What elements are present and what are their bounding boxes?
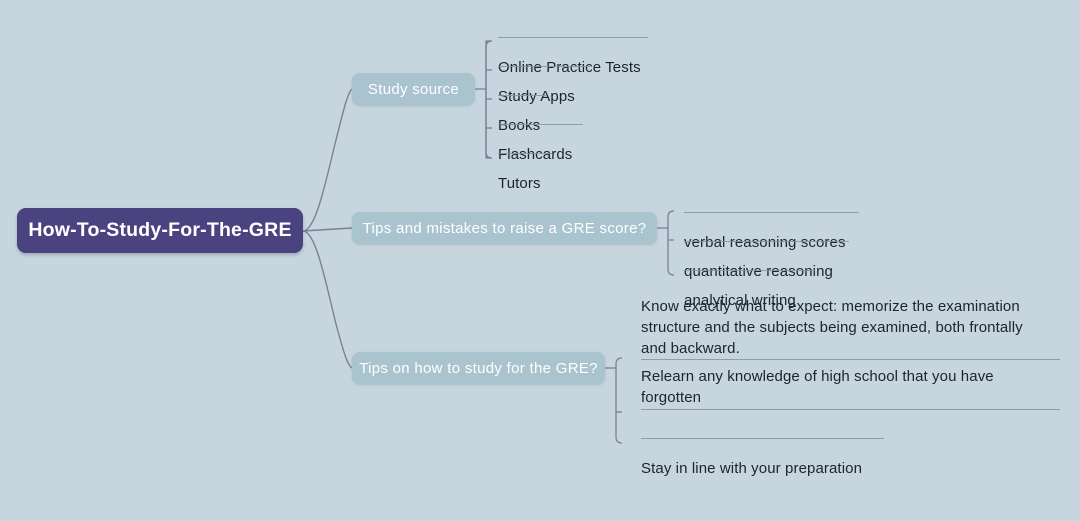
leaf-item-label: Online Practice Tests <box>498 59 641 76</box>
mindmap-canvas: How-To-Study-For-The-GRE Study source On… <box>17 15 1060 477</box>
connector-branch-2-spine <box>667 210 675 276</box>
leaf-item[interactable]: verbal reasoning scores <box>684 190 846 295</box>
leaf-underline <box>498 66 590 67</box>
leaf-item[interactable]: analytical writing <box>684 248 796 353</box>
leaf-item-label: Flashcards <box>498 146 573 163</box>
leaf-underline <box>498 95 546 96</box>
root-node-label: How-To-Study-For-The-GRE <box>28 219 292 241</box>
branch-node-label: Tips and mistakes to raise a GRE score? <box>362 219 647 237</box>
branch-node-study-source[interactable]: Study source <box>352 73 475 105</box>
leaf-underline <box>498 124 583 125</box>
connector-branch-3-spine <box>615 357 623 444</box>
branch-node-label: Tips on how to study for the GRE? <box>359 359 598 377</box>
leaf-item[interactable]: Know exactly what to expect: memorize th… <box>641 296 1049 359</box>
branch-node-tips-and-mistakes[interactable]: Tips and mistakes to raise a GRE score? <box>352 212 657 244</box>
leaf-underline <box>684 270 815 271</box>
leaf-item-label: Books <box>498 117 541 134</box>
branch-node-tips-on-how-to-study[interactable]: Tips on how to study for the GRE? <box>352 352 605 384</box>
leaf-item[interactable]: Stay in line with your preparation <box>641 416 862 521</box>
leaf-item[interactable]: Tutors <box>498 131 541 236</box>
leaf-underline <box>641 359 1060 360</box>
leaf-item[interactable]: Study Apps <box>498 44 575 149</box>
connector-branch-1-spine <box>485 40 493 159</box>
leaf-item-label: Stay in line with your preparation <box>641 460 863 477</box>
leaf-item[interactable]: Relearn any knowledge of high school tha… <box>641 366 1031 408</box>
connector-root-to-branch-1 <box>302 88 353 232</box>
leaf-item-label: Study Apps <box>498 88 575 105</box>
leaf-underline <box>684 212 859 213</box>
connector-branch-1-bracket <box>485 40 493 159</box>
leaf-item[interactable]: Books <box>498 73 540 178</box>
leaf-item[interactable]: Flashcards <box>498 102 572 207</box>
leaf-item[interactable]: quantitative reasoning <box>684 219 833 324</box>
leaf-item-label: verbal reasoning scores <box>684 234 846 251</box>
leaf-underline <box>684 241 849 242</box>
leaf-item-label: quantitative reasoning <box>684 263 833 280</box>
leaf-underline <box>641 438 884 439</box>
connector-root-to-branch-3 <box>302 230 353 369</box>
leaf-item-label: Relearn any knowledge of high school tha… <box>641 368 994 406</box>
leaf-underline <box>641 409 1060 410</box>
leaf-underline <box>498 37 648 38</box>
branch-node-label: Study source <box>367 80 460 98</box>
leaf-underline <box>498 153 552 154</box>
leaf-item-label: Know exactly what to expect: memorize th… <box>641 298 1023 357</box>
leaf-item-label: analytical writing <box>684 292 796 309</box>
leaf-item[interactable]: Online Practice Tests <box>498 15 641 120</box>
leaf-item-label: Tutors <box>498 175 541 192</box>
connector-root-to-branch-2 <box>302 227 353 232</box>
root-node[interactable]: How-To-Study-For-The-GRE <box>17 208 303 253</box>
